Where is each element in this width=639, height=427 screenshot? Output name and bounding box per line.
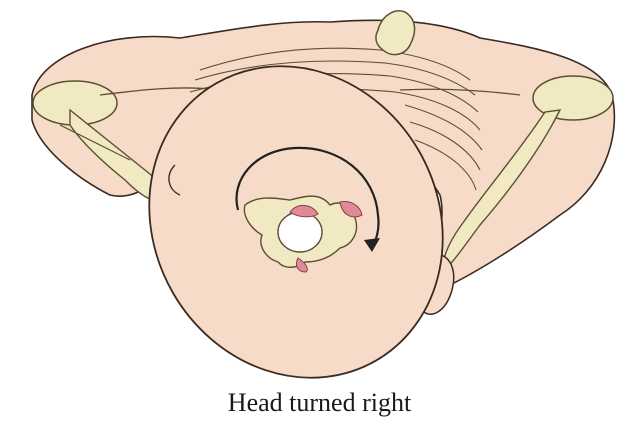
upper-vertebra [376,11,415,55]
figure-caption: Head turned right [0,386,639,420]
anatomical-illustration [0,0,639,385]
